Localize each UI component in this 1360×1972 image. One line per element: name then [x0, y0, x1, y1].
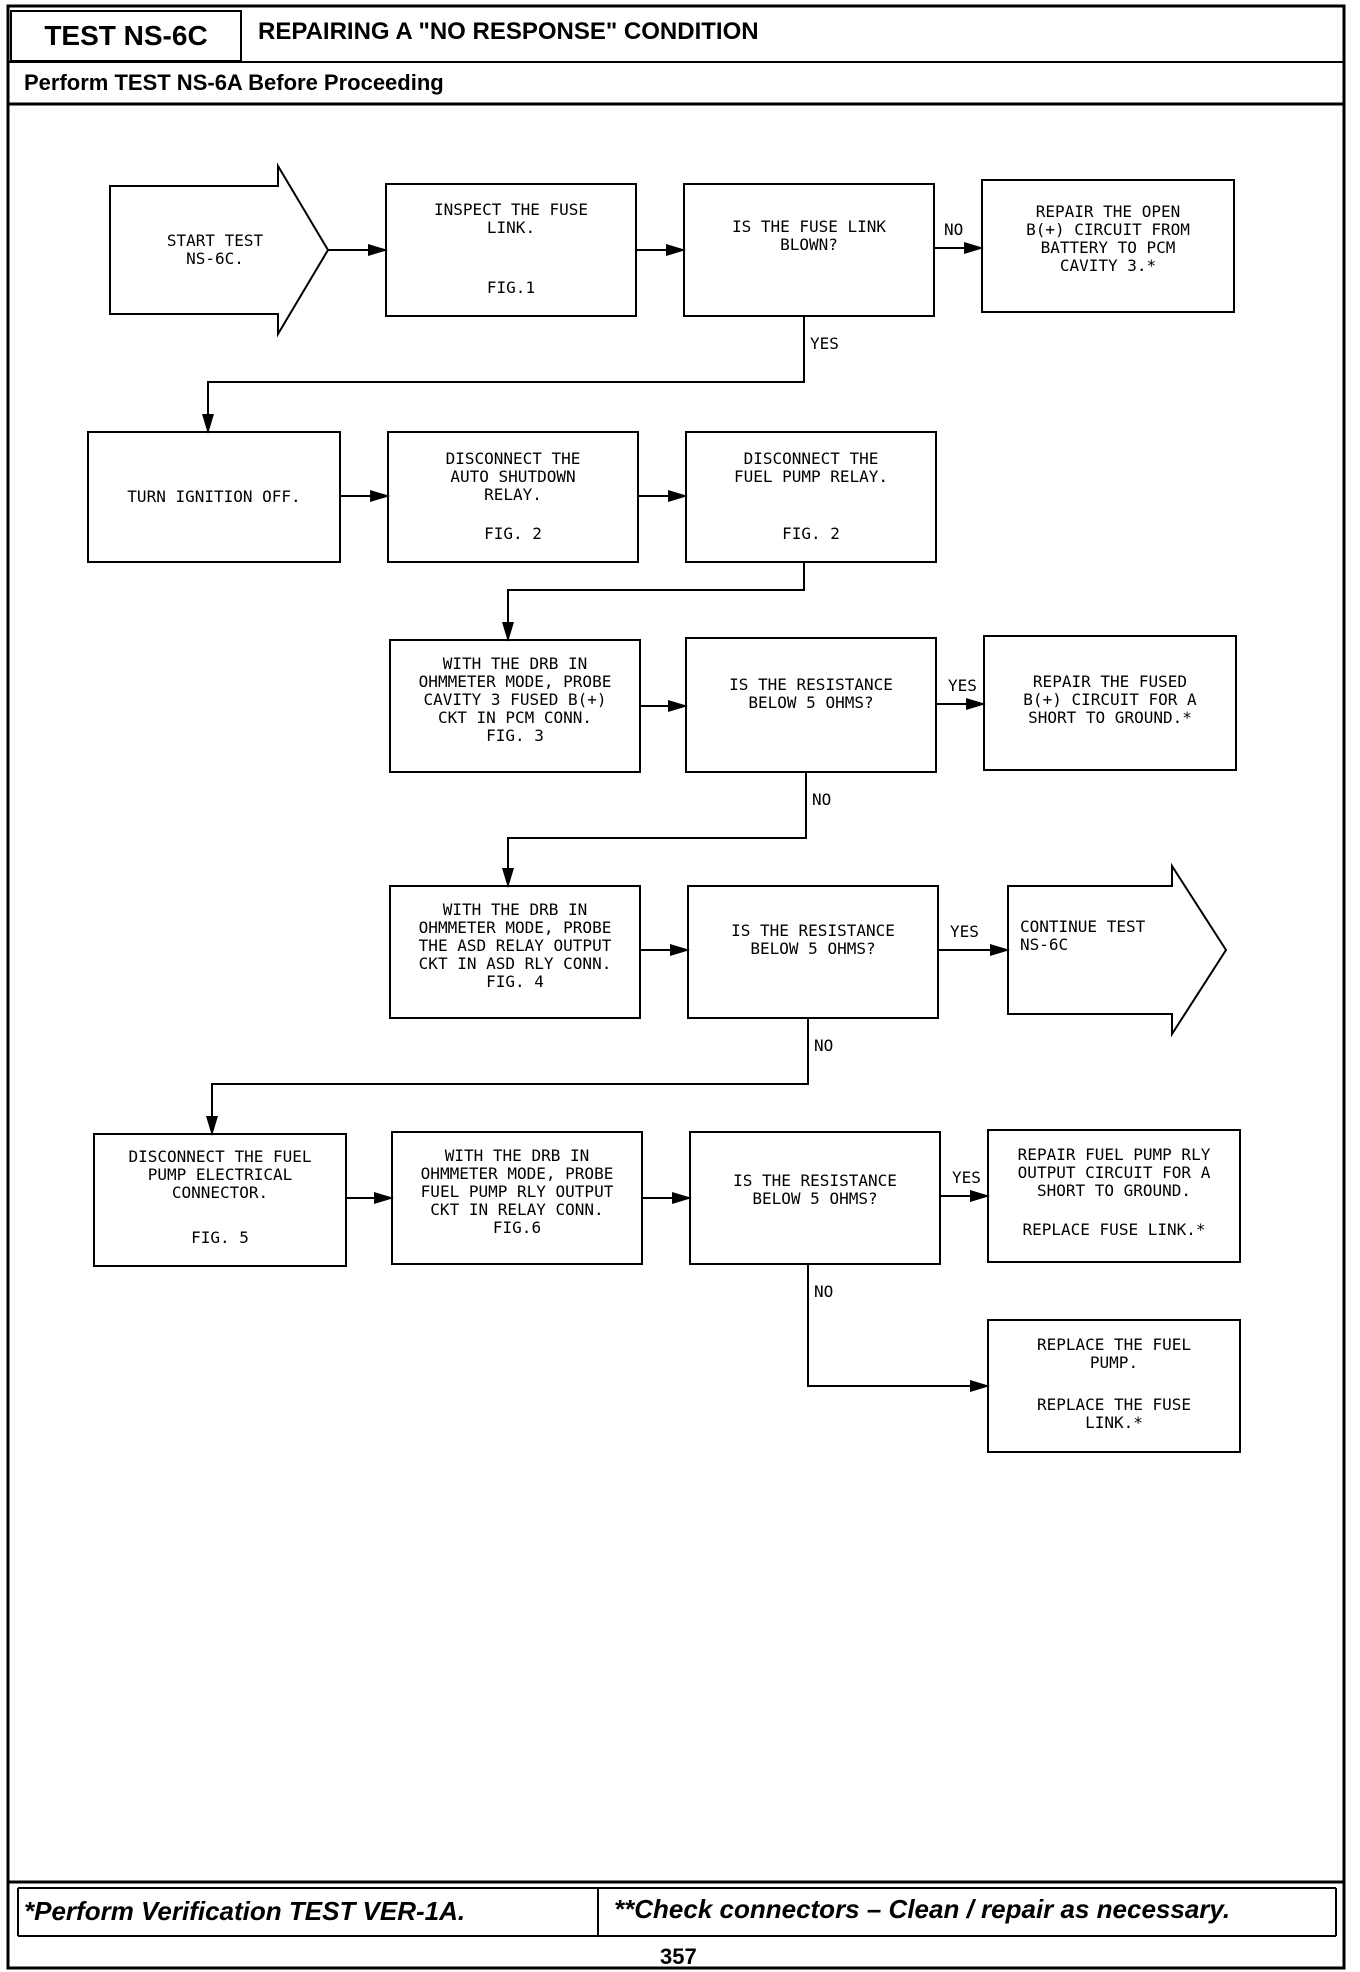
disc-fuel-pump-fig: FIG. 5 [191, 1228, 249, 1247]
page-title: REPAIRING A "NO RESPONSE" CONDITION [258, 18, 759, 45]
disc-asd-fig: FIG. 2 [484, 524, 542, 543]
label-no-1: NO [944, 220, 964, 239]
footnote-verification: *Perform Verification TEST VER-1A. [24, 1896, 466, 1926]
start-node: START TEST NS-6C. [166, 231, 264, 268]
continue-node: CONTINUE TEST NS-6C [1020, 917, 1146, 954]
disc-fuel-relay-node: DISCONNECT THE FUEL PUMP RELAY. [733, 449, 889, 486]
label-yes-3: YES [950, 922, 979, 941]
probe-cavity3-node: WITH THE DRB IN OHMMETER MODE, PROBE CAV… [418, 654, 612, 745]
ignition-off-node: TURN IGNITION OFF. [127, 487, 301, 506]
test-id: TEST NS-6C [10, 10, 242, 62]
q-res3-node: IS THE RESISTANCE BELOW 5 OHMS? [733, 1171, 897, 1208]
probe-asd-box [389, 885, 641, 1019]
q-res1-node: IS THE RESISTANCE BELOW 5 OHMS? [729, 675, 893, 712]
label-no-3: NO [814, 1036, 834, 1055]
repair-fuel-relay-note: REPLACE FUSE LINK.* [1022, 1220, 1206, 1239]
page-subtitle: Perform TEST NS-6A Before Proceeding [24, 70, 444, 95]
probe-fuel-relay-node: WITH THE DRB IN OHMMETER MODE, PROBE FUE… [420, 1146, 614, 1237]
repair-open-node: REPAIR THE OPEN B(+) CIRCUIT FROM BATTER… [1026, 202, 1190, 275]
label-no-4: NO [814, 1282, 834, 1301]
label-no-2: NO [812, 790, 832, 809]
page-number: 357 [660, 1944, 697, 1969]
disc-asd-node: DISCONNECT THE AUTO SHUTDOWN RELAY. [445, 449, 581, 504]
label-yes-2: YES [948, 676, 977, 695]
label-yes-1: YES [810, 334, 839, 353]
inspect-fuse-node: INSPECT THE FUSE LINK. [433, 200, 589, 237]
disc-fuel-relay-fig: FIG. 2 [782, 524, 840, 543]
q-fuse-blown-node: IS THE FUSE LINK BLOWN? [731, 217, 887, 254]
disc-fuel-pump-node: DISCONNECT THE FUEL PUMP ELECTRICAL CONN… [128, 1147, 312, 1202]
replace-pump-note: REPLACE THE FUSE LINK.* [1036, 1395, 1192, 1432]
repair-fuel-relay-node: REPAIR FUEL PUMP RLY OUTPUT CIRCUIT FOR … [1017, 1145, 1211, 1200]
repair-fused-node: REPAIR THE FUSED B(+) CIRCUIT FOR A SHOR… [1023, 672, 1197, 727]
disc-fuel-pump-box [93, 1133, 347, 1267]
inspect-fuse-fig: FIG.1 [486, 278, 536, 297]
start-arrow-shape [109, 162, 330, 338]
continue-arrow-shape [1007, 862, 1228, 1038]
q-res2-node: IS THE RESISTANCE BELOW 5 OHMS? [731, 921, 895, 958]
label-yes-4: YES [952, 1168, 981, 1187]
footnote-connectors: **Check connectors – Clean / repair as n… [614, 1894, 1231, 1924]
replace-pump-node: REPLACE THE FUEL PUMP. [1036, 1335, 1192, 1372]
probe-asd-node: WITH THE DRB IN OHMMETER MODE, PROBE THE… [418, 900, 612, 991]
